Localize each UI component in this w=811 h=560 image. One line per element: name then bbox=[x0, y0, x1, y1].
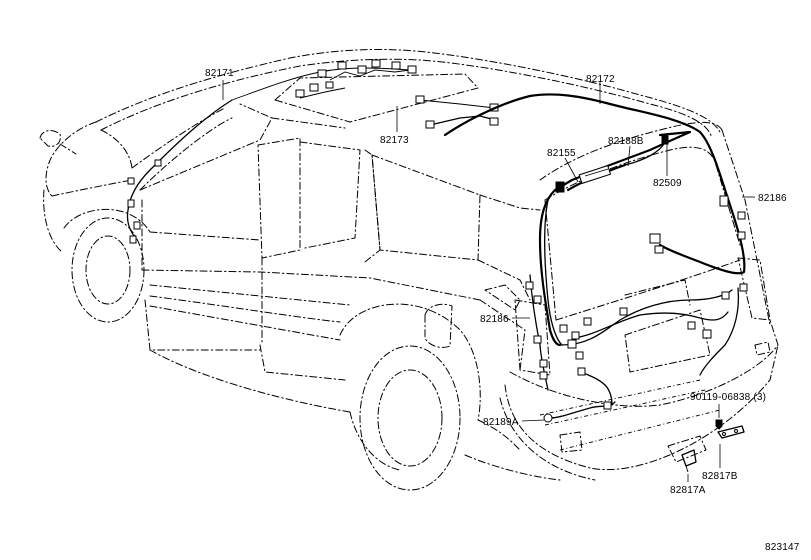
harness-82189A bbox=[543, 367, 616, 423]
harness-82171 bbox=[126, 67, 411, 244]
vehicle-outline bbox=[39, 48, 779, 491]
harness-82186-left bbox=[525, 274, 549, 391]
label-82817B: 82817B bbox=[702, 471, 738, 482]
harness-back-door bbox=[538, 130, 733, 360]
leader-lines bbox=[222, 80, 755, 482]
label-82186-left: 82186 bbox=[480, 314, 509, 325]
label-82186-right: 82186 bbox=[758, 193, 787, 204]
label-82817A: 82817A bbox=[670, 485, 706, 496]
part-82155-and-82188B bbox=[566, 135, 669, 192]
label-82172: 82172 bbox=[586, 74, 615, 85]
figure-number: 823147 bbox=[765, 542, 800, 553]
harness-82172 bbox=[443, 93, 746, 275]
label-82155: 82155 bbox=[547, 148, 576, 159]
bracket-82817B bbox=[717, 425, 745, 439]
label-82171: 82171 bbox=[205, 68, 234, 79]
harness-rear-right bbox=[699, 283, 748, 376]
bolt-90119 bbox=[715, 419, 723, 430]
label-90119-06838: 90119-06838 (3) bbox=[690, 392, 766, 403]
label-82173: 82173 bbox=[380, 135, 409, 146]
label-82188B: 82188B bbox=[608, 136, 644, 147]
label-82509: 82509 bbox=[653, 178, 682, 189]
bracket-82817A bbox=[681, 449, 697, 473]
part-labels: 82171 82172 82173 82155 82188B 82509 821… bbox=[205, 68, 800, 553]
label-82189A: 82189A bbox=[483, 417, 519, 428]
